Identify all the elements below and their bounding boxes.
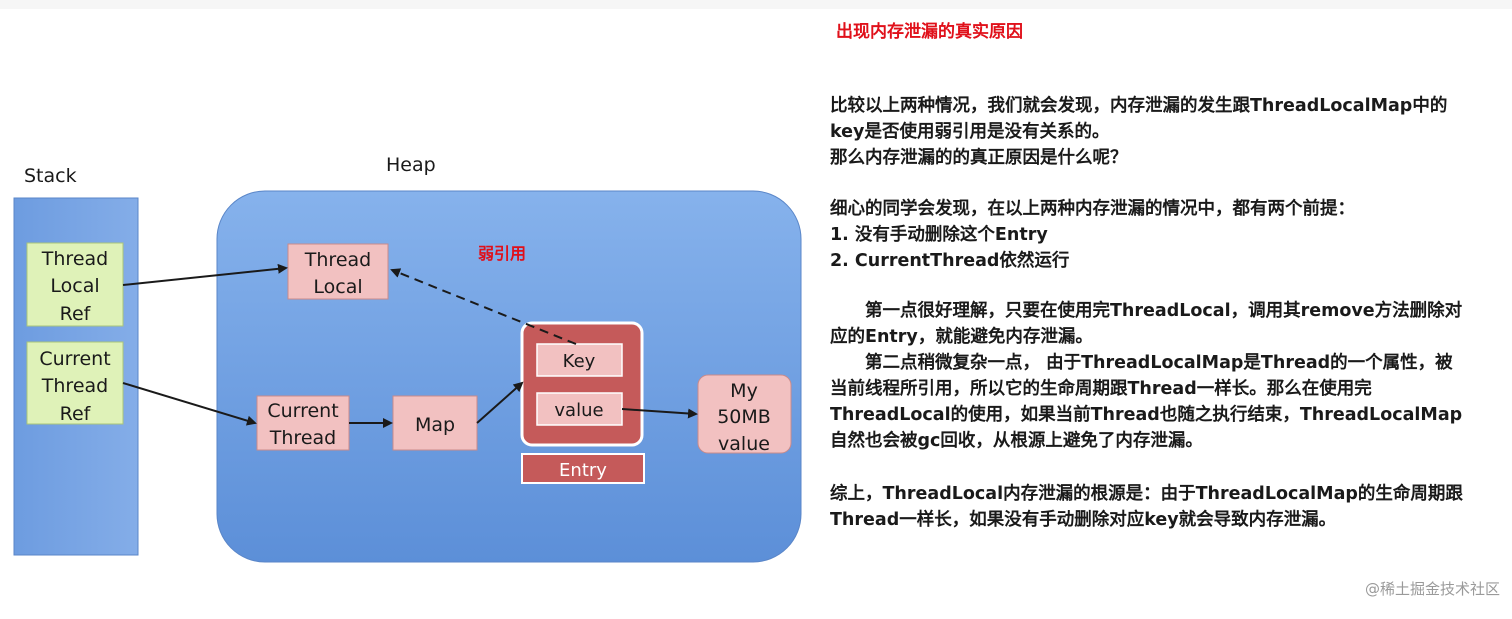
text-line: 第一点很好理解，只要在使用完ThreadLocal，调用其remove方法删除对 [830, 301, 1463, 321]
node-line: Map [415, 414, 455, 436]
paragraph-preconditions: 细心的同学会发现，在以上两种内存泄漏的情况中，都有两个前提： 1. 没有手动删除… [830, 196, 1490, 274]
text-line: 比较以上两种情况，我们就会发现，内存泄漏的发生跟ThreadLocalMap中的 [830, 96, 1448, 116]
paragraph-conclusion: 综上，ThreadLocal内存泄漏的根源是：由于ThreadLocalMap的… [830, 481, 1490, 533]
text-line: 那么内存泄漏的的真正原因是什么呢？ [830, 148, 1128, 168]
explanation-panel: 出现内存泄漏的真实原因 比较以上两种情况，我们就会发现，内存泄漏的发生跟Thre… [830, 0, 1500, 619]
text-line: key是否使用弱引用是没有关系的。 [830, 122, 1110, 142]
text-line: ThreadLocal的使用，如果当前Thread也随之执行结束，ThreadL… [830, 405, 1463, 425]
stack-label: Stack [24, 165, 77, 187]
text-line: 综上，ThreadLocal内存泄漏的根源是：由于ThreadLocalMap的… [830, 484, 1463, 504]
arrow-ref-to-threadlocal [122, 263, 288, 286]
text-line: 应的Entry，就能避免内存泄漏。 [830, 327, 1093, 347]
thread-local-node: Thread Local [287, 243, 389, 300]
entry-label-box: Entry [521, 453, 645, 484]
node-line: Current [267, 400, 338, 422]
thread-local-ref-node: Thread Local Ref [26, 242, 124, 327]
arrow-map-to-entry [476, 381, 524, 424]
node-line: Ref [60, 303, 92, 325]
text-line: 当前线程所引用，所以它的生命周期跟Thread一样长。那么在使用完 [830, 379, 1372, 399]
top-bar [0, 0, 1512, 9]
arrow-ref-to-currentthread [122, 382, 257, 426]
text-line: 2. CurrentThread依然运行 [830, 251, 1070, 271]
current-thread-node: Current Thread [256, 395, 350, 451]
heap-label: Heap [386, 154, 436, 176]
key-label: Key [563, 351, 596, 372]
weak-reference-arrow [390, 268, 577, 345]
node-line: Local [50, 275, 99, 297]
text-line: 1. 没有手动删除这个Entry [830, 225, 1048, 245]
entry-label: Entry [559, 460, 607, 481]
text-line: Thread一样长，如果没有手动删除对应key就会导致内存泄漏。 [830, 510, 1337, 530]
node-line: 50MB [717, 406, 771, 428]
node-line: Current [39, 348, 110, 370]
text-line: 细心的同学会发现，在以上两种内存泄漏的情况中，都有两个前提： [830, 199, 1355, 219]
node-line: My [730, 380, 758, 402]
entry-container: Key value [520, 321, 644, 447]
current-thread-ref-node: Current Thread Ref [26, 341, 124, 425]
text-line: 自然也会被gc回收，从根源上避免了内存泄漏。 [830, 431, 1203, 451]
node-line: Thread [269, 427, 336, 449]
node-line: Thread [41, 248, 108, 270]
node-line: Local [313, 276, 362, 298]
map-node: Map [392, 395, 478, 451]
paragraph-comparison: 比较以上两种情况，我们就会发现，内存泄漏的发生跟ThreadLocalMap中的… [830, 93, 1490, 171]
value-label: value [554, 400, 603, 421]
weak-reference-label: 弱引用 [478, 244, 526, 263]
key-node [536, 343, 623, 377]
arrow-value-to-50mb [621, 408, 698, 419]
section-title: 出现内存泄漏的真实原因 [836, 22, 1023, 42]
value-node [536, 392, 623, 426]
thread-local-diagram: Stack Heap 弱引用 Thread Local Ref Current … [13, 154, 802, 563]
node-line: value [718, 433, 770, 455]
paragraph-explanation: 第一点很好理解，只要在使用完ThreadLocal，调用其remove方法删除对… [830, 298, 1490, 454]
text-line: 第二点稍微复杂一点， 由于ThreadLocalMap是Thread的一个属性，… [830, 353, 1453, 373]
node-line: Ref [60, 403, 92, 425]
node-line: Thread [304, 249, 371, 271]
site-watermark: @稀土掘金技术社区 [1364, 580, 1500, 598]
my-50mb-value-node: My 50MB value [697, 374, 792, 455]
node-line: Thread [41, 375, 108, 397]
